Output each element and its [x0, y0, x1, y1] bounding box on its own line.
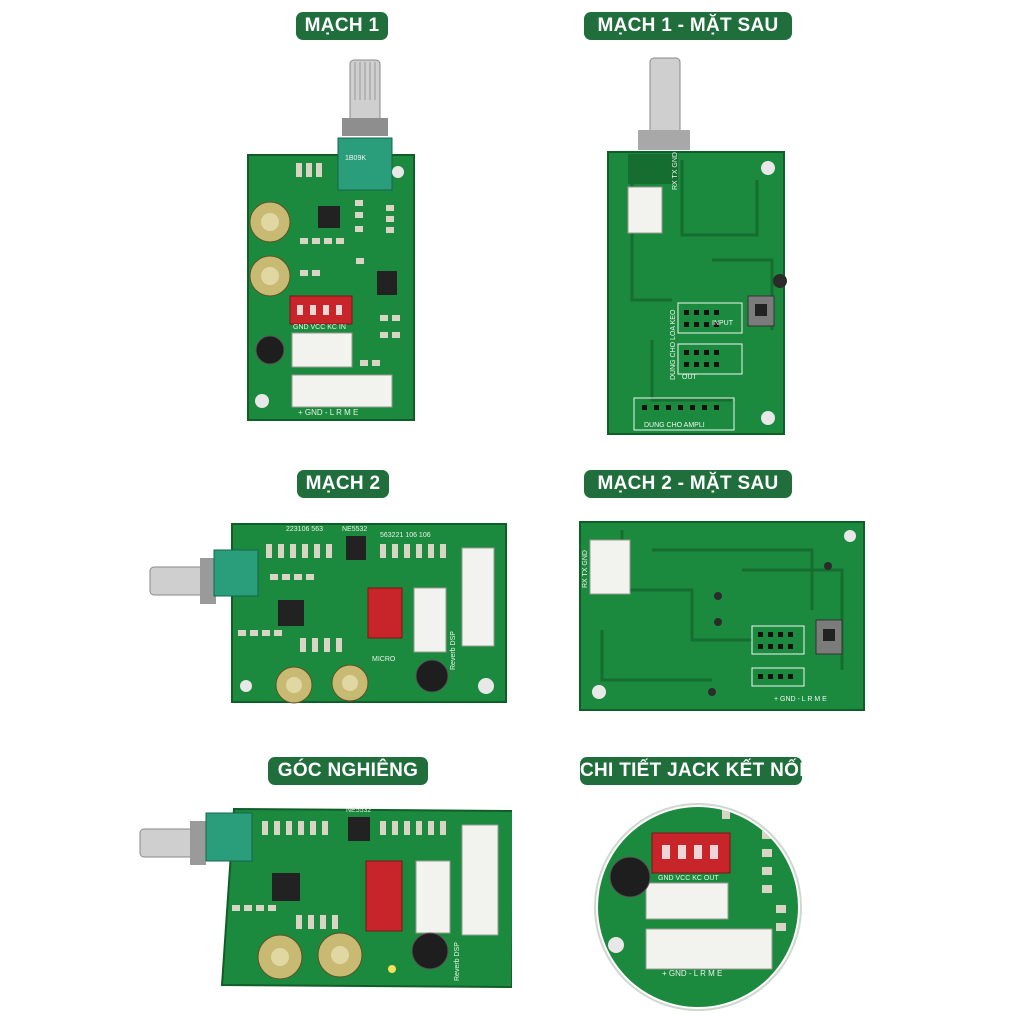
- panel-angled-view: GÓC NGHIÊNG NE5532 Reverb DSP: [0, 755, 512, 1024]
- board-2-front-image: [149, 523, 507, 704]
- panel-title: GÓC NGHIÊNG: [268, 757, 428, 785]
- silk-input: INPUT: [712, 320, 733, 327]
- panel-board-2-front: MẠCH 2 NE5532 223106 563 563221 106 106 …: [0, 470, 512, 755]
- silk-kc-out: GND VCC KC OUT: [658, 875, 719, 882]
- panel-title: MẠCH 1 - MẶT SAU: [584, 12, 792, 40]
- silk-ne5532: NE5532: [342, 526, 368, 533]
- svg-text:1B09K: 1B09K: [345, 155, 366, 162]
- silk-ne5532: NE5532: [346, 807, 372, 814]
- panel-title: CHI TIẾT JACK KẾT NỐI: [580, 757, 805, 785]
- silk-codes-top: 223106 563: [286, 526, 323, 533]
- panel-board-1-front: MẠCH 1 1B09K: [0, 0, 512, 470]
- silk-kc-in: GND VCC KC IN: [293, 324, 346, 331]
- panel-title: MẠCH 2 - MẶT SAU: [584, 470, 792, 498]
- angled-view-image: [139, 807, 512, 989]
- panel-title: MẠCH 2: [297, 470, 389, 498]
- silk-output-pins: + GND - L R M E: [298, 408, 359, 417]
- panel-board-1-back: MẠCH 1 - MẶT SAU R: [512, 0, 1024, 470]
- silk-output-pins: + GND - L R M E: [662, 969, 723, 978]
- board-1-back-image: [607, 57, 787, 435]
- panel-board-2-back: MẠCH 2 - MẶT SAU RX TX GND + GND - L R M…: [512, 470, 1024, 755]
- silk-reverb-dsp: Reverb DSP: [454, 942, 461, 981]
- silk-dung-cho-ampli: DUNG CHO AMPLI: [644, 422, 705, 429]
- silk-rx-tx-gnd: RX TX GND: [582, 550, 589, 588]
- board-1-front-image: 1B09K: [247, 59, 415, 421]
- panel-title: MẠCH 1: [296, 12, 388, 40]
- connector-detail-image: [594, 803, 802, 1011]
- silk-rx-tx-gnd: RX TX GND: [672, 152, 679, 190]
- silk-output-pins: + GND - L R M E: [774, 696, 827, 703]
- silk-codes-right: 563221 106 106: [380, 532, 431, 539]
- panel-connector-detail: CHI TIẾT JACK KẾT NỐI GND VCC KC OUT + G…: [512, 755, 1024, 1024]
- silk-output: OUT: [682, 374, 697, 381]
- silk-reverb-dsp: Reverb DSP: [450, 631, 457, 670]
- silk-dung-cho-loa-keo: DUNG CHO LOA KEO: [670, 309, 677, 380]
- board-2-back-image: [579, 521, 865, 711]
- silk-micro: MICRO: [372, 656, 396, 663]
